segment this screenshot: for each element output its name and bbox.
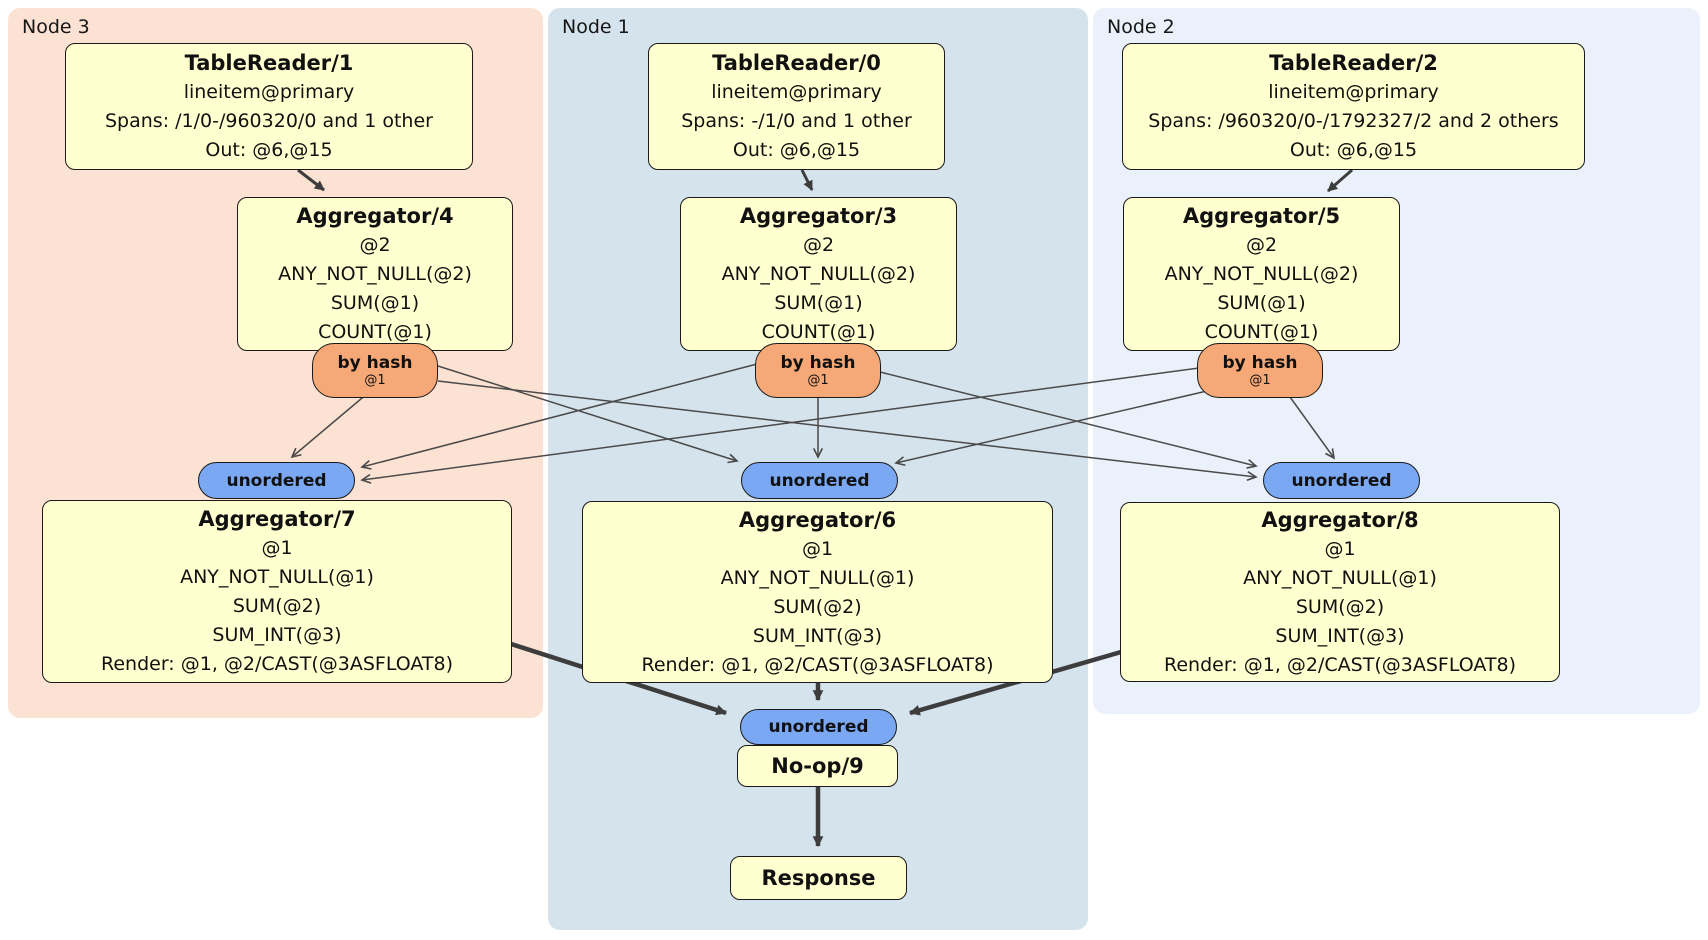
router-label: unordered [769,470,870,491]
plan-node-title: Aggregator/8 [1261,507,1419,532]
region-label: Node 3 [22,16,90,38]
edge-byhash4-unordered6 [437,365,739,464]
plan-node-line: ANY_NOT_NULL(@1) [180,566,374,588]
router-label: unordered [226,470,327,491]
plan-node-line: SUM(@1) [330,292,420,314]
plan-node-aggregator-6: Aggregator/6 @1 ANY_NOT_NULL(@1) SUM(@2)… [582,501,1053,683]
plan-node-title: Aggregator/6 [738,507,897,532]
stream-unordered-aggregator-8: unordered [1263,462,1420,499]
plan-node-line: COUNT(@1) [1204,321,1319,343]
plan-node-line: @1 [801,537,834,560]
plan-node-line: Spans: -/1/0 and 1 other [681,110,912,132]
plan-node-line: SUM(@1) [774,292,863,314]
edge-tr0-agg3 [800,169,814,191]
edge-byhash5-unordered8 [1289,396,1336,460]
plan-node-tablereader-0: TableReader/0 lineitem@primary Spans: -/… [648,43,945,170]
plan-node-line: Render: @1, @2/CAST(@3ASFLOAT8) [1164,653,1516,676]
edge-byhash4-unordered7 [290,392,369,459]
plan-node-line: lineitem@primary [183,81,355,103]
plan-node-aggregator-5: Aggregator/5 @2 ANY_NOT_NULL(@2) SUM(@1)… [1123,197,1400,351]
plan-node-line: SUM(@2) [232,595,322,617]
plan-node-line: Out: @6,@15 [205,139,333,161]
plan-node-title: TableReader/1 [184,51,354,75]
plan-node-line: ANY_NOT_NULL(@2) [278,263,472,285]
plan-node-aggregator-3: Aggregator/3 @2 ANY_NOT_NULL(@2) SUM(@1)… [680,197,957,351]
plan-node-line: Render: @1, @2/CAST(@3ASFLOAT8) [101,653,453,675]
region-label: Node 1 [562,16,630,38]
plan-node-line: @1 [261,537,293,559]
plan-node-noop-9: No-op/9 [737,745,898,787]
plan-node-title: Aggregator/5 [1182,204,1341,228]
router-detail: @1 [1249,372,1271,388]
plan-node-tablereader-2: TableReader/2 lineitem@primary Spans: /9… [1122,43,1585,170]
plan-node-aggregator-7: Aggregator/7 @1 ANY_NOT_NULL(@1) SUM(@2)… [42,500,512,683]
plan-node-line: lineitem@primary [711,81,882,103]
router-label: unordered [1291,470,1392,491]
edge-byhash4-unordered8 [437,380,1258,482]
edge-tr2-agg5 [1327,168,1353,193]
plan-node-line: Spans: /1/0-/960320/0 and 1 other [105,110,433,132]
plan-node-line: SUM_INT(@3) [212,624,342,646]
router-by-hash-aggregator-3: by hash @1 [755,343,881,398]
plan-node-title: Aggregator/4 [296,204,454,228]
plan-node-line: COUNT(@1) [318,321,432,343]
stream-unordered-aggregator-7: unordered [198,462,355,499]
plan-node-line: lineitem@primary [1268,81,1439,103]
edge-tr1-agg4 [297,168,325,192]
plan-node-title: Response [761,866,876,890]
plan-node-line: ANY_NOT_NULL(@2) [1164,263,1359,285]
plan-node-line: SUM(@2) [773,595,862,618]
region-label: Node 2 [1107,16,1175,38]
plan-node-title: TableReader/0 [712,51,881,75]
plan-node-aggregator-4: Aggregator/4 @2 ANY_NOT_NULL(@2) SUM(@1)… [237,197,513,351]
plan-node-tablereader-1: TableReader/1 lineitem@primary Spans: /1… [65,43,473,170]
edge-byhash5-unordered7 [360,367,1200,484]
plan-node-title: Aggregator/3 [739,204,898,228]
edge-byhash3-unordered7 [360,363,758,470]
stream-unordered-noop-9: unordered [740,709,897,745]
plan-node-line: Out: @6,@15 [732,139,861,161]
router-detail: @1 [807,372,829,388]
plan-node-line: SUM(@1) [1217,292,1306,314]
router-label: by hash [337,352,413,373]
router-label: by hash [780,352,856,373]
plan-node-line: Render: @1, @2/CAST(@3ASFLOAT8) [641,653,994,676]
plan-node-line: SUM_INT(@3) [1275,624,1405,647]
router-detail: @1 [364,372,386,388]
plan-node-aggregator-8: Aggregator/8 @1 ANY_NOT_NULL(@1) SUM(@2)… [1120,502,1560,682]
router-label: by hash [1222,352,1298,373]
plan-node-line: COUNT(@1) [761,321,876,343]
edge-byhash3-unordered8 [879,371,1258,469]
plan-node-line: ANY_NOT_NULL(@2) [721,263,916,285]
stream-unordered-aggregator-6: unordered [741,462,898,499]
plan-node-line: @1 [1324,537,1356,560]
edge-byhash5-unordered6 [894,387,1221,467]
plan-node-title: No-op/9 [771,754,864,778]
plan-node-line: SUM_INT(@3) [752,624,883,647]
router-by-hash-aggregator-4: by hash @1 [312,343,438,398]
plan-node-title: Aggregator/7 [198,507,356,531]
router-by-hash-aggregator-5: by hash @1 [1197,343,1323,398]
plan-node-line: ANY_NOT_NULL(@1) [720,566,915,589]
plan-node-title: TableReader/2 [1269,51,1438,75]
plan-node-line: SUM(@2) [1295,595,1385,618]
plan-node-line: ANY_NOT_NULL(@1) [1243,566,1437,589]
plan-node-line: @2 [359,234,391,256]
plan-node-line: @2 [1245,234,1278,256]
router-label: unordered [768,717,869,737]
plan-node-line: Spans: /960320/0-/1792327/2 and 2 others [1148,110,1559,132]
plan-node-line: @2 [802,234,835,256]
plan-node-line: Out: @6,@15 [1289,139,1418,161]
plan-node-response: Response [730,856,907,900]
